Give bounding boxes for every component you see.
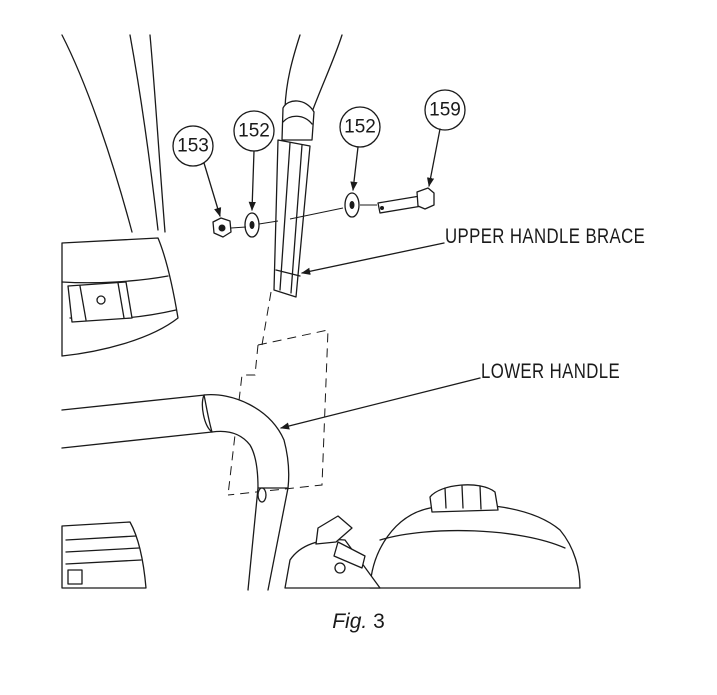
upper-handle-tube	[281, 34, 343, 141]
frame-tube-upper-left	[61, 34, 166, 233]
bolt-159	[377, 187, 435, 214]
washer-152-right	[344, 192, 360, 218]
callout-152-left: 152	[233, 110, 275, 211]
lower-handle	[61, 394, 290, 591]
figure-caption-number: 3	[373, 610, 385, 633]
lower-handle-label: LOWER HANDLE	[481, 360, 620, 383]
assembly-axis	[230, 204, 377, 229]
figure-caption-prefix: Fig.	[332, 610, 368, 633]
figure-caption: Fig. 3	[0, 610, 717, 634]
callout-152-left-number: 152	[238, 121, 270, 142]
callout-159-number: 159	[429, 100, 461, 121]
label-upper-handle-brace: UPPER HANDLE BRACE	[301, 225, 645, 275]
callout-153-number: 153	[177, 136, 209, 157]
control-lever	[284, 515, 381, 589]
phantom-outline	[227, 291, 329, 496]
left-housing	[61, 237, 179, 357]
callout-152-right: 152	[339, 106, 381, 191]
washer-152-left	[244, 212, 260, 238]
callout-152-right-number: 152	[344, 117, 376, 138]
callout-153: 153	[172, 125, 222, 217]
upper-handle-brace-label: UPPER HANDLE BRACE	[445, 225, 645, 248]
nut-153	[212, 217, 232, 238]
label-lower-handle: LOWER HANDLE	[280, 360, 620, 430]
callout-159: 159	[424, 89, 466, 187]
bottom-left-bracket	[61, 521, 147, 589]
engine-tank	[369, 484, 581, 589]
